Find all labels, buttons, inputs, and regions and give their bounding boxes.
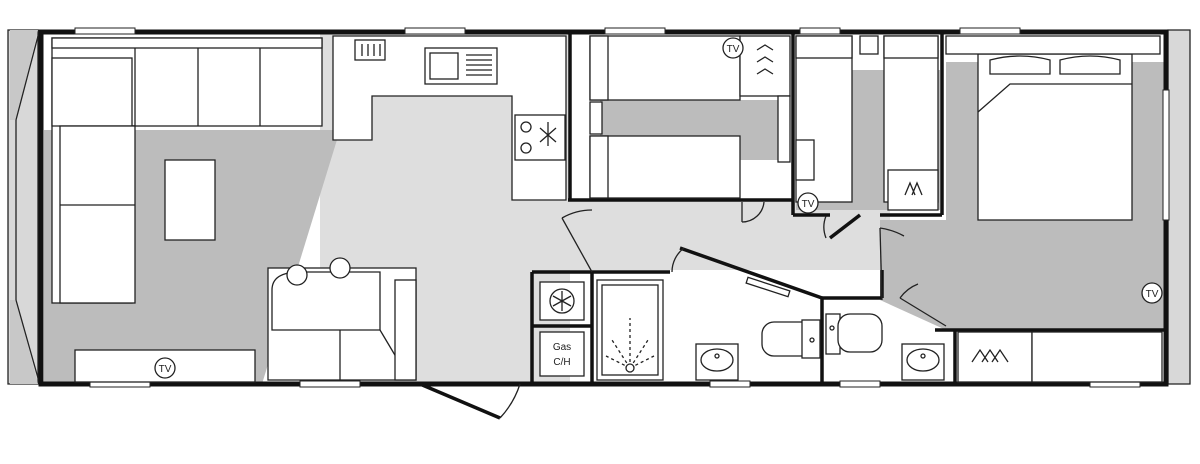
tv-label: TV: [802, 199, 815, 210]
tv-unit-lounge: TV: [74, 349, 256, 383]
coffee-table: [164, 159, 216, 241]
toilet-icon: [761, 319, 821, 359]
basin-icon: [695, 343, 739, 381]
armchair-sofa: [267, 257, 417, 381]
tv-icon: [1141, 282, 1163, 304]
hall-floor: [570, 200, 890, 270]
hanger-icon: [756, 44, 774, 75]
tv-icon: [722, 37, 744, 59]
bed-icon: [589, 35, 741, 101]
hanger-icon: [971, 348, 1009, 363]
interior-walls: [530, 32, 1164, 384]
gas-boiler: Gas C/H: [539, 331, 585, 377]
master-bedroom: TV: [945, 35, 1163, 383]
headboard-shelf: [945, 35, 1161, 55]
tv-label: TV: [159, 364, 172, 375]
dressing-unit: [1031, 331, 1163, 383]
fridge: [539, 281, 585, 321]
tv-label: TV: [727, 44, 740, 55]
basin-icon: [901, 343, 945, 381]
gas-label: Gas: [553, 342, 571, 353]
towel-rail: [745, 276, 791, 298]
tv-icon: [154, 357, 176, 379]
windows: [74, 27, 1170, 388]
toilet-icon: [825, 313, 883, 355]
door-swing-icon: [419, 201, 947, 420]
bed-icon: [977, 53, 1133, 221]
corner-sofa: [51, 37, 323, 304]
bed-icon: [589, 135, 741, 199]
wardrobe: [739, 35, 791, 97]
bay-window-left: [7, 29, 39, 385]
kitchen-counter: [332, 35, 567, 201]
bay-window-right: [1167, 29, 1191, 385]
hanger-icon: [904, 181, 923, 196]
tv-label: TV: [1146, 289, 1159, 300]
ch-label: C/H: [553, 357, 570, 368]
single-bedroom: TV: [795, 35, 939, 214]
tv-icon: [797, 192, 819, 214]
twin-bedroom: TV: [589, 35, 791, 199]
hob-icon: [514, 114, 566, 161]
shower: [596, 279, 664, 381]
